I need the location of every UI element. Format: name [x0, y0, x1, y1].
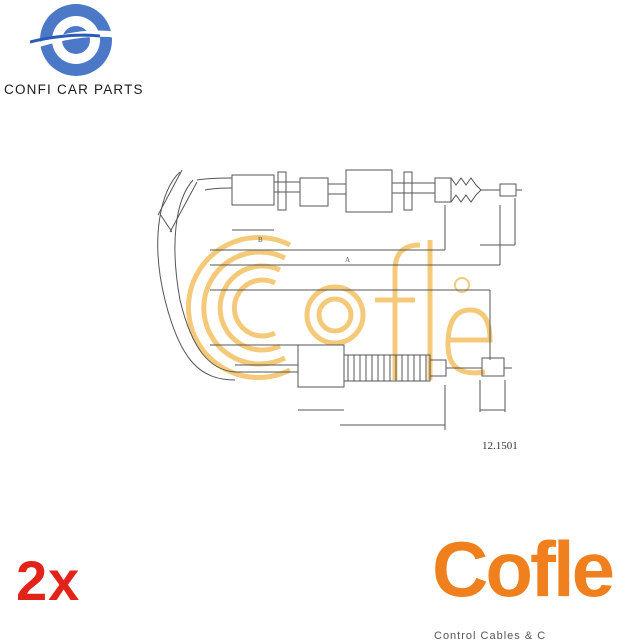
swoosh-circle-logo-icon	[30, 4, 118, 76]
dimension-label-a: A	[345, 256, 350, 264]
seller-logo: CONFI CAR PARTS	[0, 0, 170, 110]
dimension-label-b: B	[258, 236, 263, 244]
part-number: 12.1501	[482, 440, 518, 452]
cofle-brand-logo: Cofle Control Cables & C	[428, 525, 640, 642]
cable-lines	[157, 169, 522, 430]
cofle-tagline: Control Cables & C	[434, 630, 547, 642]
seller-name: CONFI CAR PARTS	[4, 82, 144, 97]
cofle-watermark	[186, 235, 493, 380]
quantity-label: 2x	[16, 549, 81, 612]
cofle-logo-text: Cofle	[432, 525, 615, 613]
